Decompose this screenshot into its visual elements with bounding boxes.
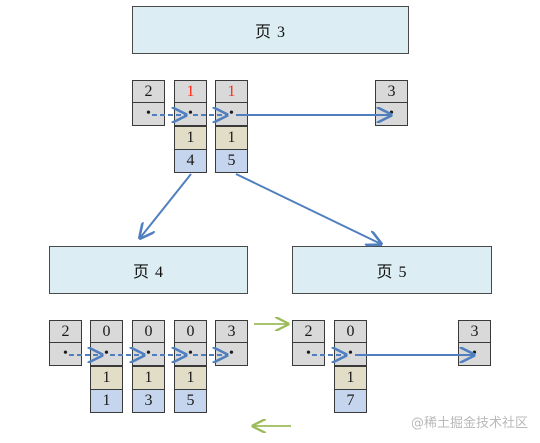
page4-record-3-id: 3 [132,389,165,413]
page4-record-2-key: 0 [90,320,123,344]
watermark: @稀土掘金技术社区 [410,416,528,431]
page3-record-3-id: 5 [215,149,248,173]
page-4-header: 页 4 [49,246,248,294]
page3-record-3-row: 1 [215,126,248,150]
page5-record-1-pointer: • [292,342,325,366]
page3-record-2-row: 1 [174,126,207,150]
page-5-header: 页 5 [292,246,492,294]
page4-record-4-key: 0 [174,320,207,344]
page5-record-2-key: 0 [334,320,367,344]
page3-to-page4-arrow [140,173,192,238]
page3-record-4-key: 3 [375,80,408,104]
page5-record-2-row: 1 [334,366,367,390]
page-3-header: 页 3 [132,6,409,54]
page3-to-page5-arrow [235,173,381,244]
page4-record-1-pointer: • [49,342,82,366]
page3-record-3-key: 1 [215,80,248,104]
page4-record-4-id: 5 [174,389,207,413]
page5-record-2-id: 7 [334,389,367,413]
page3-record-2-id: 4 [174,149,207,173]
page3-record-2-key: 1 [174,80,207,104]
page4-record-2-id: 1 [90,389,123,413]
page4-record-3-key: 0 [132,320,165,344]
page4-record-2-row: 1 [90,366,123,390]
